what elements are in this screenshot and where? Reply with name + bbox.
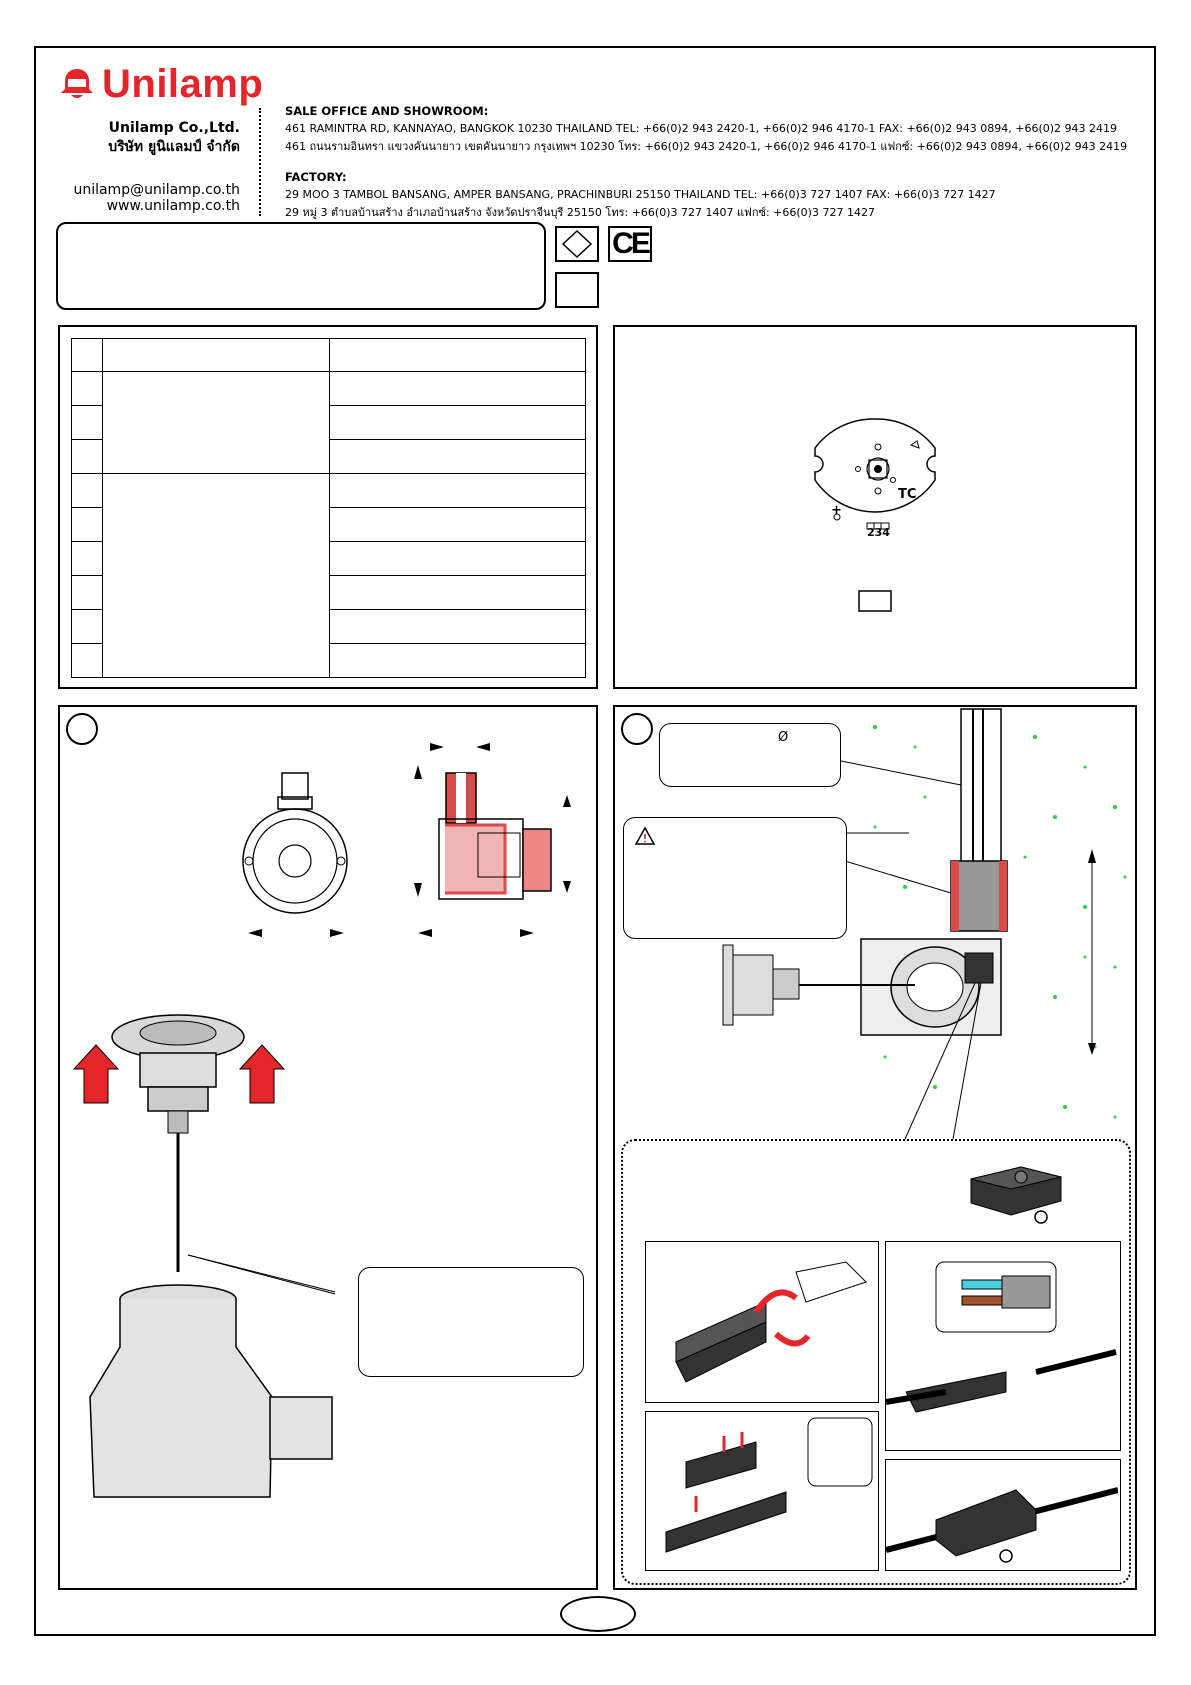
table-row — [71, 473, 586, 678]
connector-step-wires — [885, 1241, 1121, 1451]
company-block: Unilamp Co.,Ltd. บริษัท ยูนิแลมป์ จำกัด — [40, 120, 240, 158]
diamond-mark-icon — [561, 229, 593, 259]
table-row — [71, 575, 586, 610]
header-separator — [259, 108, 261, 216]
open-connector-drawing — [675, 1261, 867, 1383]
product-title-box — [56, 222, 546, 310]
brand-name: Unilamp — [102, 62, 264, 106]
spec-table-header — [71, 338, 586, 372]
connector-instructions — [621, 1139, 1131, 1585]
spec-cell — [329, 541, 586, 576]
spec-cell — [71, 439, 103, 474]
spec-cell — [71, 541, 103, 576]
step1-drawing — [72, 743, 571, 1498]
spec-cell — [329, 371, 586, 406]
step1-callout — [358, 1267, 584, 1377]
table-row — [71, 371, 586, 474]
sale-office-line-th: 461 ถนนรามอินทรา แขวงคันนายาว เขตคันนายา… — [285, 140, 1128, 153]
step2-drawing — [722, 708, 1133, 1140]
factory-block: FACTORY: 29 MOO 3 TAMBOL BANSANG, AMPER … — [285, 170, 996, 221]
connector-box-icon — [970, 1166, 1062, 1224]
close-connector-drawing — [665, 1417, 873, 1553]
spec-cell — [71, 473, 103, 508]
step2-warning-callout — [623, 817, 847, 939]
company-name-en: Unilamp Co.,Ltd. — [108, 120, 240, 136]
factory-line-th: 29 หมู่ 3 ตำบลบ้านสร้าง อำเภอบ้านสร้าง จ… — [285, 206, 875, 219]
spec-cell — [329, 439, 586, 474]
table-row — [71, 507, 586, 542]
spec-cell — [71, 405, 103, 440]
ce-mark: CE — [608, 226, 652, 262]
spec-cell — [71, 507, 103, 542]
table-row — [71, 405, 586, 440]
connector-step-open — [645, 1241, 879, 1403]
step2-number-circle — [621, 713, 653, 745]
table-row — [71, 609, 586, 644]
connector-step-done — [885, 1459, 1121, 1571]
table-row — [71, 439, 586, 474]
spec-group-cell — [102, 371, 330, 474]
page-frame — [34, 46, 1156, 1636]
ce-mark-label: CE — [612, 227, 651, 260]
company-website[interactable]: www.unilamp.co.th — [106, 198, 240, 214]
spec-cell — [102, 338, 330, 372]
connected-box-drawing — [885, 1487, 1119, 1563]
table-row — [71, 643, 586, 678]
spec-cell — [71, 643, 103, 678]
sale-office-heading: SALE OFFICE AND SHOWROOM: — [285, 104, 489, 118]
spec-cell — [329, 405, 586, 440]
step1-panel — [58, 705, 598, 1590]
diameter-symbol: Ø — [778, 730, 789, 745]
company-email[interactable]: unilamp@unilamp.co.th — [73, 182, 240, 198]
table-row — [71, 541, 586, 576]
spec-cell — [71, 609, 103, 644]
spec-cell — [71, 371, 103, 406]
sale-office-block: SALE OFFICE AND SHOWROOM: 461 RAMINTRA R… — [285, 104, 1127, 155]
company-contact: unilamp@unilamp.co.th www.unilamp.co.th — [40, 182, 240, 214]
warning-icon — [634, 826, 656, 845]
spec-table — [71, 338, 586, 678]
sale-office-line-en: 461 RAMINTRA RD, KANNAYAO, BANGKOK 10230… — [285, 122, 1118, 135]
brand-logo: Unilamp — [58, 62, 263, 106]
led-board-panel: TC 234 + — [613, 325, 1137, 689]
factory-line-en: 29 MOO 3 TAMBOL BANSANG, AMPER BANSANG, … — [285, 188, 996, 201]
spec-cell — [329, 575, 586, 610]
board-label-tc: TC — [898, 487, 917, 502]
spec-cell — [71, 575, 103, 610]
factory-heading: FACTORY: — [285, 170, 347, 184]
spec-cell — [329, 609, 586, 644]
wire-strip-drawing — [885, 1261, 1117, 1413]
board-label-plus: + — [831, 503, 842, 518]
spec-cell — [329, 507, 586, 542]
diamond-mark — [555, 226, 599, 262]
board-label-code: 234 — [867, 526, 890, 539]
step1-number-circle — [66, 713, 98, 745]
step2-callout-diameter: Ø — [659, 723, 841, 787]
step2-panel: Ø — [613, 705, 1137, 1590]
page-number-oval — [560, 1596, 636, 1632]
spec-group-cell — [102, 473, 330, 678]
spec-cell — [329, 643, 586, 678]
spec-cell — [329, 338, 586, 372]
led-board-drawing — [814, 418, 936, 612]
spec-cell — [329, 473, 586, 508]
spec-cell — [71, 338, 103, 372]
lamp-bell-icon — [61, 69, 93, 98]
company-name-th: บริษัท ยูนิแลมป์ จำกัด — [108, 139, 240, 155]
class-mark — [555, 272, 599, 308]
connector-step-close — [645, 1411, 879, 1571]
